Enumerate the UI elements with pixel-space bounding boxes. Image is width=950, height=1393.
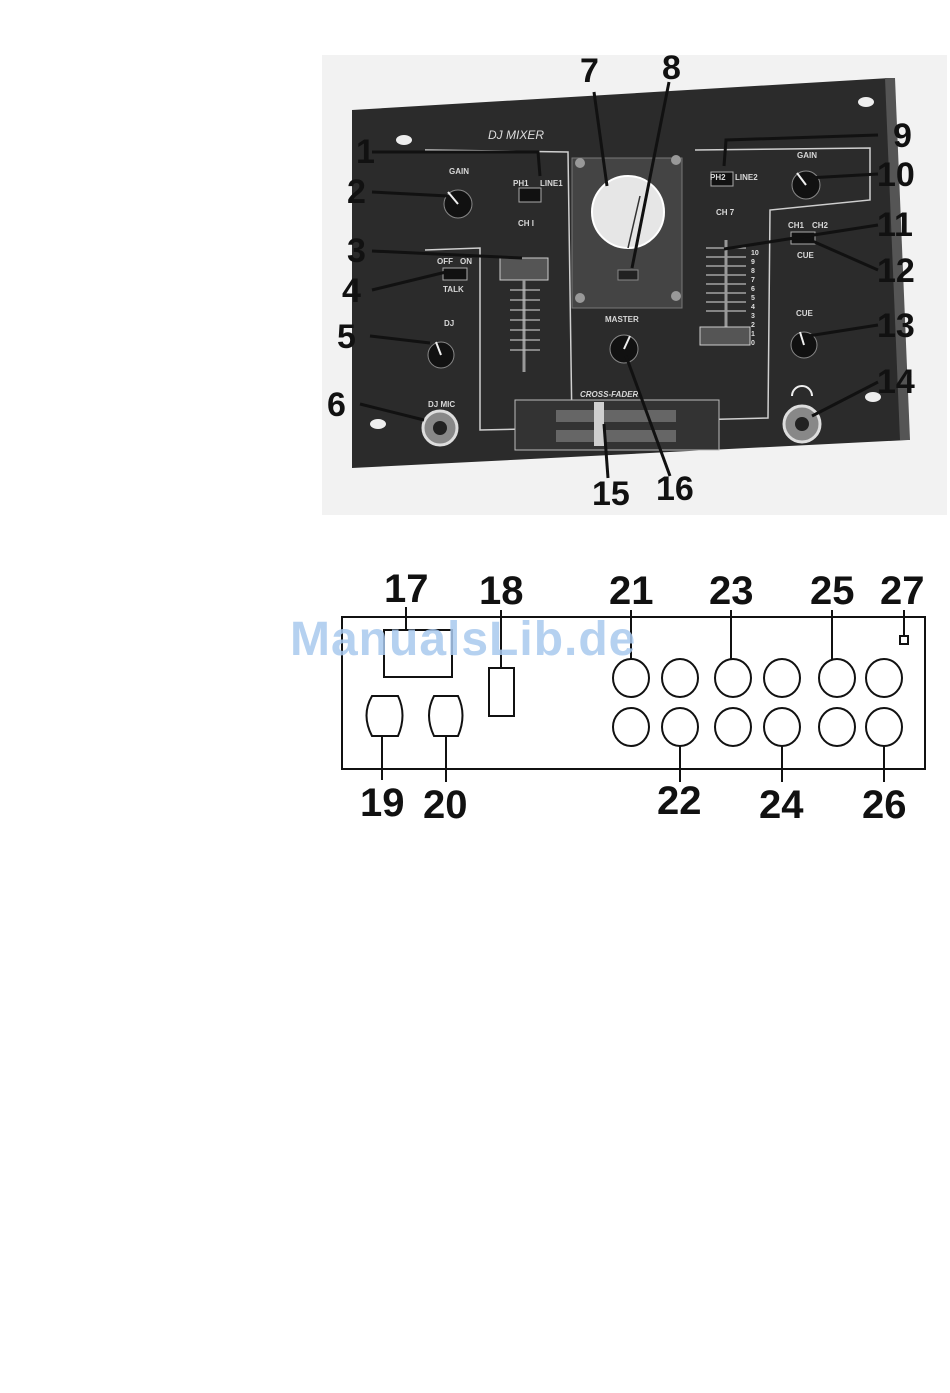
svg-text:DJ MIC: DJ MIC <box>428 400 455 409</box>
callout-11: 11 <box>877 206 913 244</box>
callout-18: 18 <box>479 569 524 613</box>
ph1-line1-switch[interactable] <box>519 188 541 202</box>
svg-text:TALK: TALK <box>443 285 464 294</box>
callout-16: 16 <box>656 470 694 508</box>
callout-9: 9 <box>893 117 912 155</box>
svg-text:OFF: OFF <box>437 257 453 266</box>
rear-component-18 <box>489 668 514 716</box>
fader-scale-label: 4 <box>751 304 755 311</box>
callout-6: 6 <box>327 386 346 424</box>
fader-scale-label: 7 <box>751 277 755 284</box>
rca-jack <box>715 708 751 746</box>
svg-text:DJ: DJ <box>444 319 454 328</box>
vu-meter <box>592 176 664 248</box>
rear-jack-19 <box>367 696 403 736</box>
callout-7: 7 <box>580 52 599 90</box>
fader-scale-label: 8 <box>751 268 755 275</box>
svg-text:CROSS-FADER: CROSS-FADER <box>580 390 638 399</box>
rca-jack <box>819 708 855 746</box>
rca-jack <box>662 659 698 697</box>
callout-13: 13 <box>877 307 915 345</box>
callout-20: 20 <box>423 783 468 827</box>
svg-text:MASTER: MASTER <box>605 315 639 324</box>
power-led <box>618 270 638 280</box>
rca-jack <box>613 708 649 746</box>
rca-jack <box>764 708 800 746</box>
fader-scale-label: 3 <box>751 313 755 320</box>
front-panel: DJ MIXER GAIN PH1 LINE1 CH I OFF ON <box>322 55 947 515</box>
callout-25: 25 <box>810 569 855 613</box>
callout-27: 27 <box>880 569 925 613</box>
callout-14: 14 <box>877 363 915 401</box>
svg-text:GAIN: GAIN <box>797 151 817 160</box>
svg-text:CH 7: CH 7 <box>716 208 735 217</box>
svg-text:PH1: PH1 <box>513 179 529 188</box>
svg-text:CH1: CH1 <box>788 221 805 230</box>
svg-text:GAIN: GAIN <box>449 167 469 176</box>
rca-jack <box>764 659 800 697</box>
fader-scale-label: 0 <box>751 340 755 347</box>
fader-scale-label: 6 <box>751 286 755 293</box>
rca-jack <box>866 659 902 697</box>
callout-4: 4 <box>342 272 361 310</box>
svg-text:ON: ON <box>460 257 472 266</box>
rca-jack <box>819 659 855 697</box>
panel-title: DJ MIXER <box>488 128 544 142</box>
callout-21: 21 <box>609 569 654 613</box>
callout-5: 5 <box>337 318 356 356</box>
callout-2: 2 <box>347 173 366 211</box>
watermark: ManualsLib.de <box>290 612 636 667</box>
svg-text:CH2: CH2 <box>812 221 829 230</box>
svg-text:LINE1: LINE1 <box>540 179 563 188</box>
callout-24: 24 <box>759 783 804 827</box>
svg-text:PH2: PH2 <box>710 173 726 182</box>
callout-3: 3 <box>347 232 366 270</box>
fader-scale-label: 2 <box>751 322 755 329</box>
callout-12: 12 <box>877 252 915 290</box>
rca-jack <box>715 659 751 697</box>
callout-15: 15 <box>592 475 630 513</box>
svg-text:LINE2: LINE2 <box>735 173 758 182</box>
fader-scale-label: 5 <box>751 295 755 302</box>
svg-text:CUE: CUE <box>797 251 815 260</box>
callout-17: 17 <box>384 567 429 611</box>
callout-26: 26 <box>862 783 907 827</box>
fader-scale-label: 10 <box>751 250 759 257</box>
rca-jack <box>662 708 698 746</box>
callout-8: 8 <box>662 49 681 87</box>
talk-switch[interactable] <box>443 268 467 280</box>
callout-1: 1 <box>356 133 375 171</box>
fader-scale-label: 1 <box>751 331 755 338</box>
callout-10: 10 <box>877 156 915 194</box>
callout-22: 22 <box>657 779 702 823</box>
svg-text:CH I: CH I <box>518 219 534 228</box>
rear-component-27 <box>900 636 908 644</box>
rear-jack-20 <box>429 696 463 736</box>
fader-scale-label: 9 <box>751 259 755 266</box>
svg-text:CUE: CUE <box>796 309 814 318</box>
crossfader[interactable] <box>515 400 719 450</box>
callout-19: 19 <box>360 781 405 825</box>
callout-23: 23 <box>709 569 754 613</box>
rca-jack <box>866 708 902 746</box>
